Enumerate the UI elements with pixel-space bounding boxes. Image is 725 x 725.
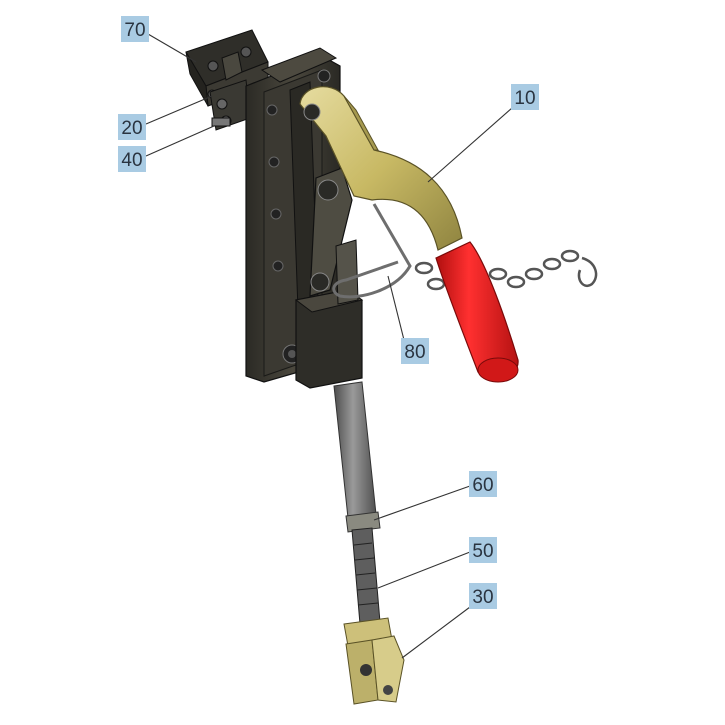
- threaded-rod: [351, 527, 381, 625]
- callout-label: 60: [472, 475, 493, 496]
- callout-60: 60: [469, 471, 497, 497]
- chain: [414, 249, 598, 291]
- callout-70: 70: [121, 16, 149, 42]
- callout-40: 40: [118, 146, 146, 172]
- lower-housing: [294, 239, 364, 389]
- clevis: [343, 617, 405, 705]
- callout-10: 10: [511, 84, 539, 110]
- callout-label: 10: [514, 88, 535, 109]
- callout-label: 50: [472, 541, 493, 562]
- brass-lever: [299, 86, 463, 251]
- callout-label: 70: [124, 20, 145, 41]
- leader-lines: [145, 33, 513, 659]
- callout-20: 20: [118, 114, 146, 140]
- bracket-bolts: [209, 79, 251, 131]
- linkage-arm: [309, 167, 353, 297]
- callout-label: 80: [404, 342, 425, 363]
- wire-loop: [332, 203, 412, 299]
- callout-30: 30: [469, 583, 497, 609]
- callout-50: 50: [469, 537, 497, 563]
- callout-label: 20: [121, 118, 142, 139]
- callout-label: 40: [121, 150, 142, 171]
- callout-80: 80: [401, 338, 429, 364]
- red-handle: [435, 241, 519, 383]
- rod: [333, 381, 381, 533]
- callout-label: 30: [472, 587, 493, 608]
